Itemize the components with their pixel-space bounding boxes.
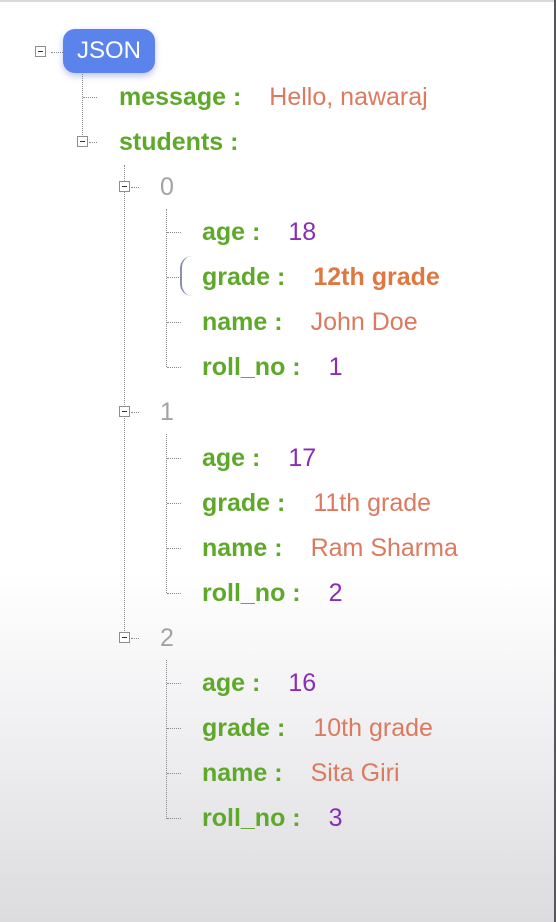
item1-connector-line bbox=[166, 434, 167, 593]
name-value: John Doe bbox=[310, 308, 418, 336]
tree-row-item-0[interactable]: 0 bbox=[160, 172, 174, 202]
tree-row-message[interactable]: message : Hello, nawaraj bbox=[119, 82, 428, 112]
grade-value: 10th grade bbox=[313, 714, 433, 742]
tree-row-item0-rollno[interactable]: roll_no : 1 bbox=[202, 352, 343, 382]
item2-connector-line bbox=[166, 660, 167, 819]
item1-connector bbox=[131, 412, 139, 413]
roll-no-key: roll_no : bbox=[202, 579, 301, 607]
item1-name-connector bbox=[167, 548, 181, 549]
root-node-chip[interactable]: JSON bbox=[63, 29, 155, 73]
students-key: students : bbox=[119, 128, 239, 156]
age-value: 18 bbox=[288, 218, 317, 246]
age-value: 16 bbox=[288, 669, 317, 697]
message-value: Hello, nawaraj bbox=[269, 83, 428, 111]
selection-bracket bbox=[180, 256, 194, 296]
item0-name-connector bbox=[167, 322, 181, 323]
item0-connector bbox=[131, 187, 139, 188]
item0-grade-connector bbox=[167, 277, 181, 278]
roll-no-value: 2 bbox=[328, 579, 343, 607]
window-top-border bbox=[0, 0, 556, 2]
age-key: age : bbox=[202, 669, 261, 697]
item2-rollno-connector bbox=[167, 818, 181, 819]
tree-row-item0-grade[interactable]: grade : 12th grade bbox=[202, 262, 440, 292]
collapse-item0-toggle[interactable] bbox=[119, 181, 130, 192]
collapse-item1-toggle[interactable] bbox=[119, 406, 130, 417]
roll-no-value: 1 bbox=[328, 353, 343, 381]
students-connector-line bbox=[124, 165, 125, 641]
tree-row-item0-age[interactable]: age : 18 bbox=[202, 217, 316, 247]
tree-row-students[interactable]: students : bbox=[119, 127, 238, 157]
name-key: name : bbox=[202, 534, 283, 562]
tree-row-item-1[interactable]: 1 bbox=[160, 397, 174, 427]
item-index: 0 bbox=[160, 173, 174, 201]
tree-row-item1-age[interactable]: age : 17 bbox=[202, 443, 316, 473]
tree-row-item2-rollno[interactable]: roll_no : 3 bbox=[202, 803, 343, 833]
message-connector bbox=[83, 97, 97, 98]
collapse-root-toggle[interactable] bbox=[35, 46, 46, 57]
tree-row-item2-age[interactable]: age : 16 bbox=[202, 668, 316, 698]
item1-rollno-connector bbox=[167, 593, 181, 594]
tree-row-item1-grade[interactable]: grade : 11th grade bbox=[202, 488, 431, 518]
grade-key: grade : bbox=[202, 263, 286, 291]
item2-connector bbox=[131, 638, 139, 639]
message-key: message : bbox=[119, 83, 242, 111]
grade-key: grade : bbox=[202, 489, 286, 517]
grade-value: 11th grade bbox=[313, 489, 432, 517]
root-connector-line bbox=[82, 70, 83, 145]
tree-row-item-2[interactable]: 2 bbox=[160, 623, 174, 653]
grade-value: 12th grade bbox=[313, 263, 440, 291]
item0-rollno-connector bbox=[167, 367, 181, 368]
students-connector bbox=[89, 142, 97, 143]
tree-row-item2-grade[interactable]: grade : 10th grade bbox=[202, 713, 433, 743]
item0-connector-line bbox=[166, 209, 167, 367]
tree-row-item1-name[interactable]: name : Ram Sharma bbox=[202, 533, 458, 563]
name-key: name : bbox=[202, 759, 283, 787]
window-right-border bbox=[554, 0, 556, 922]
roll-no-key: roll_no : bbox=[202, 353, 301, 381]
age-key: age : bbox=[202, 218, 261, 246]
collapse-item2-toggle[interactable] bbox=[119, 632, 130, 643]
tree-row-item0-name[interactable]: name : John Doe bbox=[202, 307, 418, 337]
tree-row-item2-name[interactable]: name : Sita Giri bbox=[202, 758, 400, 788]
item-index: 2 bbox=[160, 624, 174, 652]
collapse-students-toggle[interactable] bbox=[77, 136, 88, 147]
name-value: Ram Sharma bbox=[310, 534, 458, 562]
root-toggle-connector bbox=[51, 52, 63, 53]
grade-key: grade : bbox=[202, 714, 286, 742]
age-value: 17 bbox=[288, 444, 317, 472]
roll-no-key: roll_no : bbox=[202, 804, 301, 832]
item2-name-connector bbox=[167, 773, 181, 774]
name-value: Sita Giri bbox=[310, 759, 400, 787]
item1-grade-connector bbox=[167, 503, 181, 504]
item1-age-connector bbox=[167, 458, 181, 459]
item2-age-connector bbox=[167, 683, 181, 684]
item0-age-connector bbox=[167, 232, 181, 233]
item2-grade-connector bbox=[167, 728, 181, 729]
age-key: age : bbox=[202, 444, 261, 472]
roll-no-value: 3 bbox=[328, 804, 343, 832]
tree-row-item1-rollno[interactable]: roll_no : 2 bbox=[202, 578, 343, 608]
item-index: 1 bbox=[160, 398, 174, 426]
name-key: name : bbox=[202, 308, 283, 336]
